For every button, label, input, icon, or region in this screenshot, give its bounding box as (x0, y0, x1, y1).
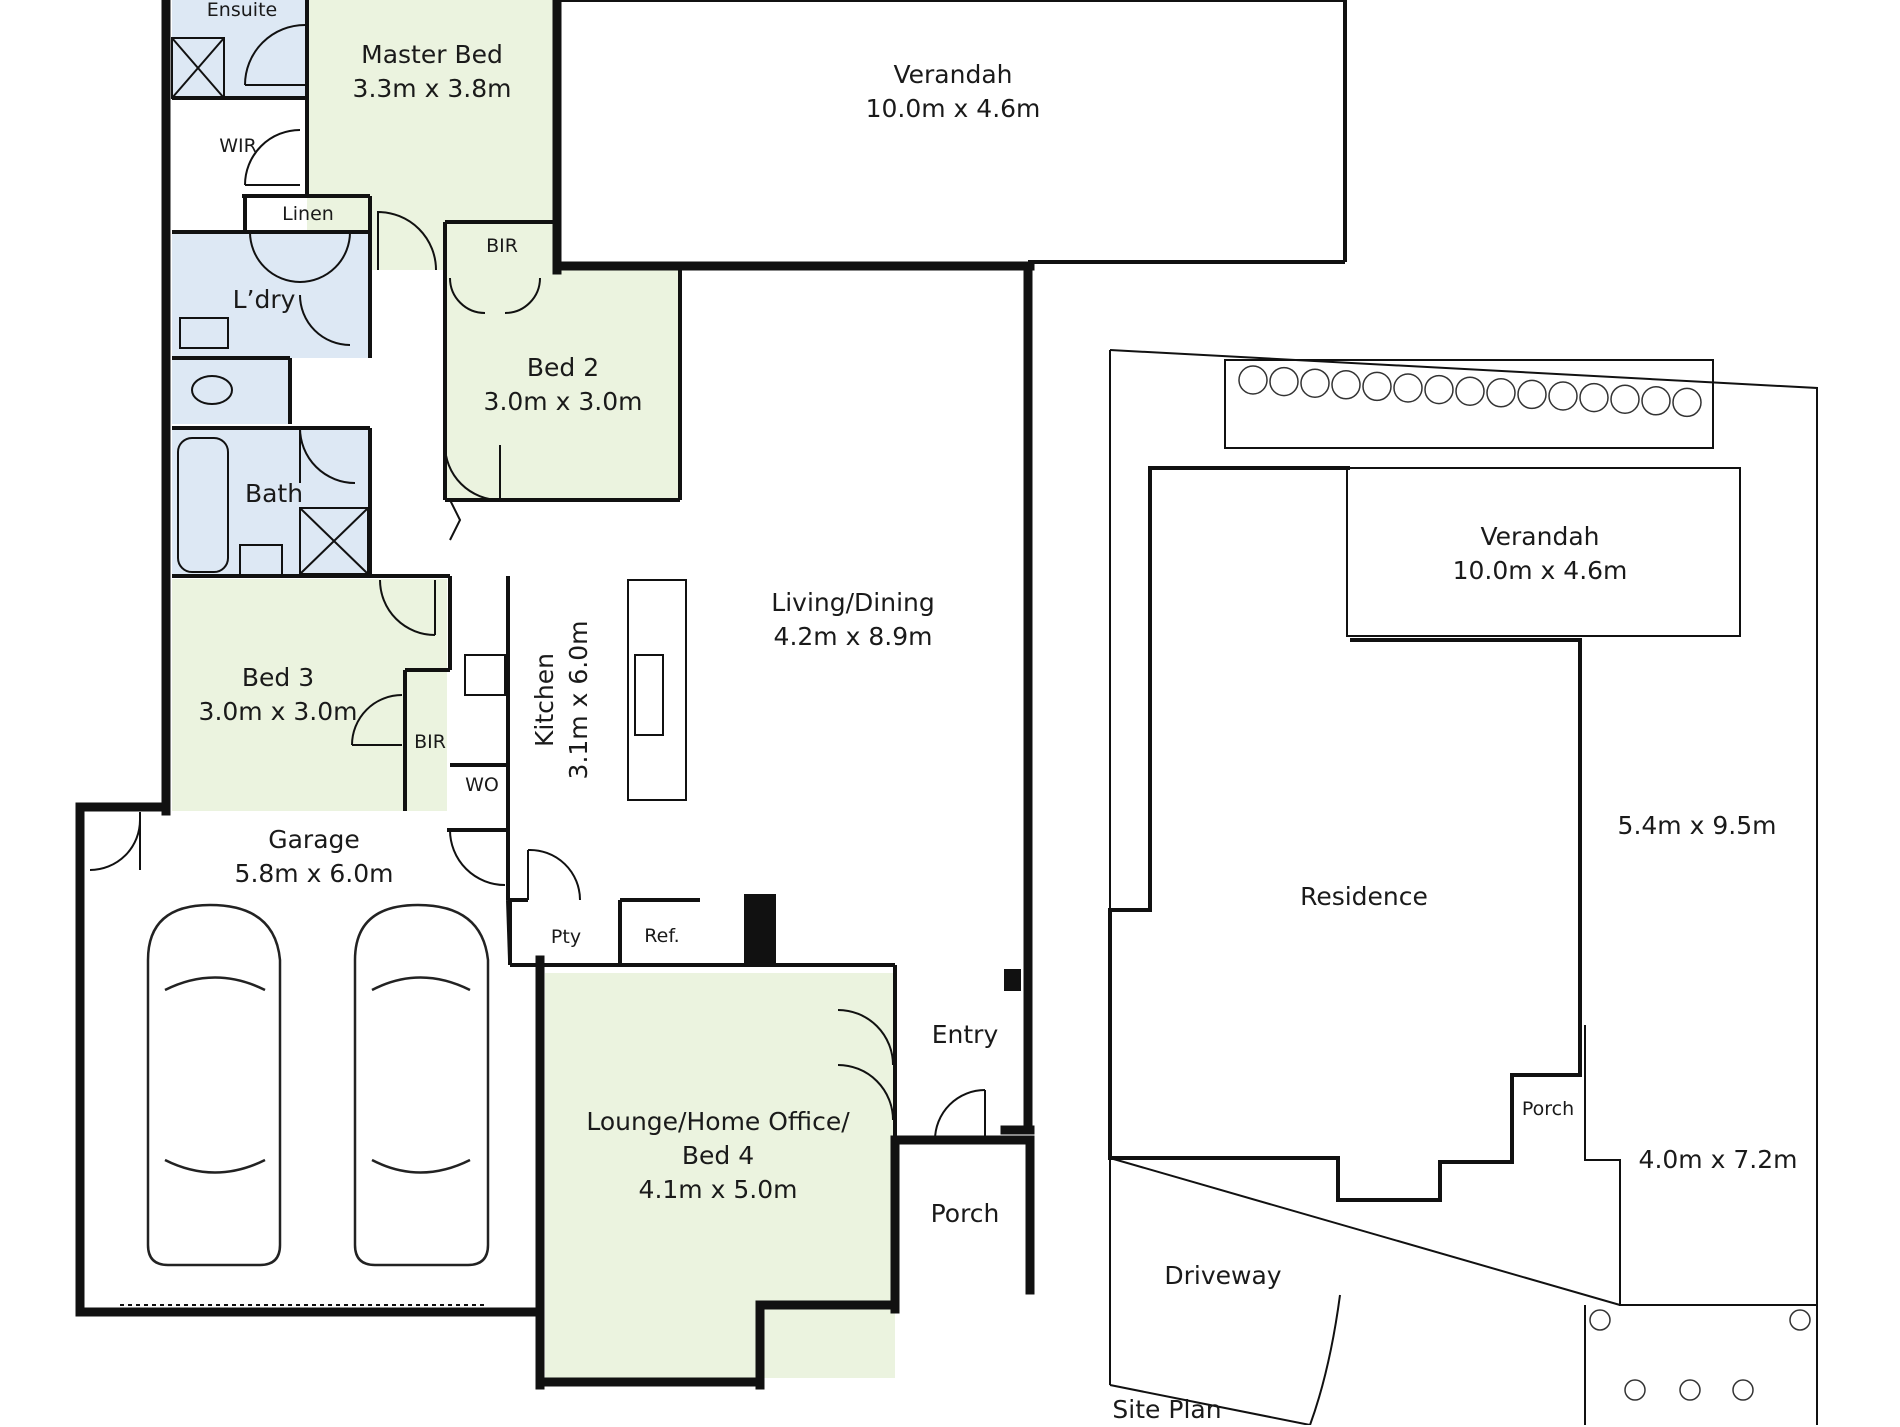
label-site-porch: Porch (1521, 1098, 1575, 1120)
label-porch: Porch (930, 1199, 1000, 1228)
hedge-shrub (1610, 384, 1640, 414)
label-laundry: L’dry (232, 285, 296, 314)
label-site-yard-rear: 5.4m x 9.5m (1617, 811, 1777, 840)
fixtures (120, 37, 1021, 1306)
hedge-shrub (1548, 381, 1578, 411)
label-wo: WO (465, 774, 499, 796)
hedge-shrub (1331, 370, 1361, 400)
label-wir: WIR (219, 135, 257, 157)
walls (75, 0, 1035, 1390)
label-bir-bed3: BIR (414, 731, 446, 753)
label-ref: Ref. (644, 925, 680, 947)
site-hedge (1238, 365, 1702, 418)
site-shrubs (1589, 1309, 1811, 1401)
label-bath: Bath (244, 479, 304, 508)
room-fills (172, 0, 895, 1378)
door-swings (89, 24, 986, 1141)
hedge-shrub (1641, 386, 1671, 416)
label-bir-bed2: BIR (486, 235, 518, 257)
hedge-shrub (1424, 374, 1454, 405)
hedge-shrub (1300, 368, 1330, 398)
hedge-shrub (1238, 365, 1268, 395)
label-ensuite: Ensuite (206, 0, 278, 21)
hedge-shrub (1672, 387, 1702, 418)
lounge-fill (545, 973, 895, 1378)
label-site-driveway: Driveway (1164, 1261, 1282, 1290)
car-2 (353, 903, 490, 1267)
hedge-shrub (1486, 378, 1516, 408)
label-site-residence: Residence (1300, 882, 1428, 911)
master-bed-fill (307, 0, 557, 270)
label-entry: Entry (931, 1020, 999, 1049)
label-pantry: Pty (550, 926, 582, 948)
label-site-plan-title: Site Plan (1112, 1395, 1222, 1424)
bath-fill (172, 428, 369, 576)
hedge-shrub (1269, 366, 1299, 397)
hedge-shrub (1579, 382, 1609, 413)
hedge-shrub (1517, 379, 1547, 410)
label-linen: Linen (282, 203, 334, 225)
laundry-fill (172, 232, 369, 358)
hedge-shrub (1455, 376, 1485, 406)
hedge-shrub (1362, 371, 1392, 402)
car-1 (146, 903, 282, 1267)
site-plan-drawing (1108, 349, 1818, 1425)
label-site-yard-side: 4.0m x 7.2m (1638, 1145, 1798, 1174)
ensuite-fill (172, 0, 307, 98)
bed2-fill (445, 270, 680, 500)
hedge-shrub (1393, 373, 1423, 403)
